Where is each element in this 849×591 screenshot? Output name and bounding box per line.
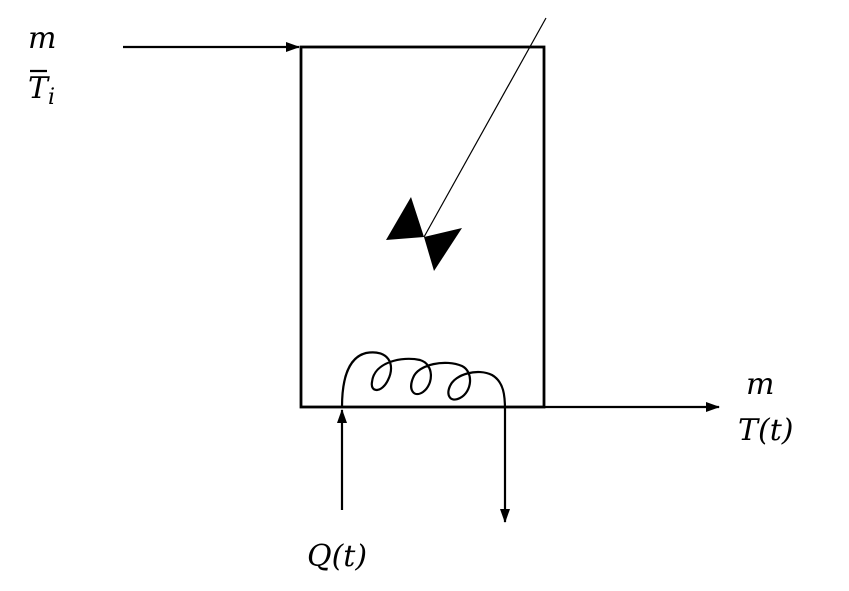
heating-coil [340, 351, 507, 412]
inlet-temperature-subscript: i [48, 85, 55, 110]
inlet-temperature-symbol: T [28, 71, 50, 106]
agitator-shaft [423, 17, 547, 238]
agitator-impeller-icon [386, 197, 462, 271]
inlet-flow-label: m [28, 21, 56, 56]
outlet-temperature-label: T(t) [738, 413, 793, 448]
outlet-flow-label: m [746, 367, 774, 402]
inlet-temperature-label: Ti [28, 71, 55, 110]
heat-input-label: Q(t) [307, 539, 367, 574]
tank-vessel [299, 45, 546, 409]
